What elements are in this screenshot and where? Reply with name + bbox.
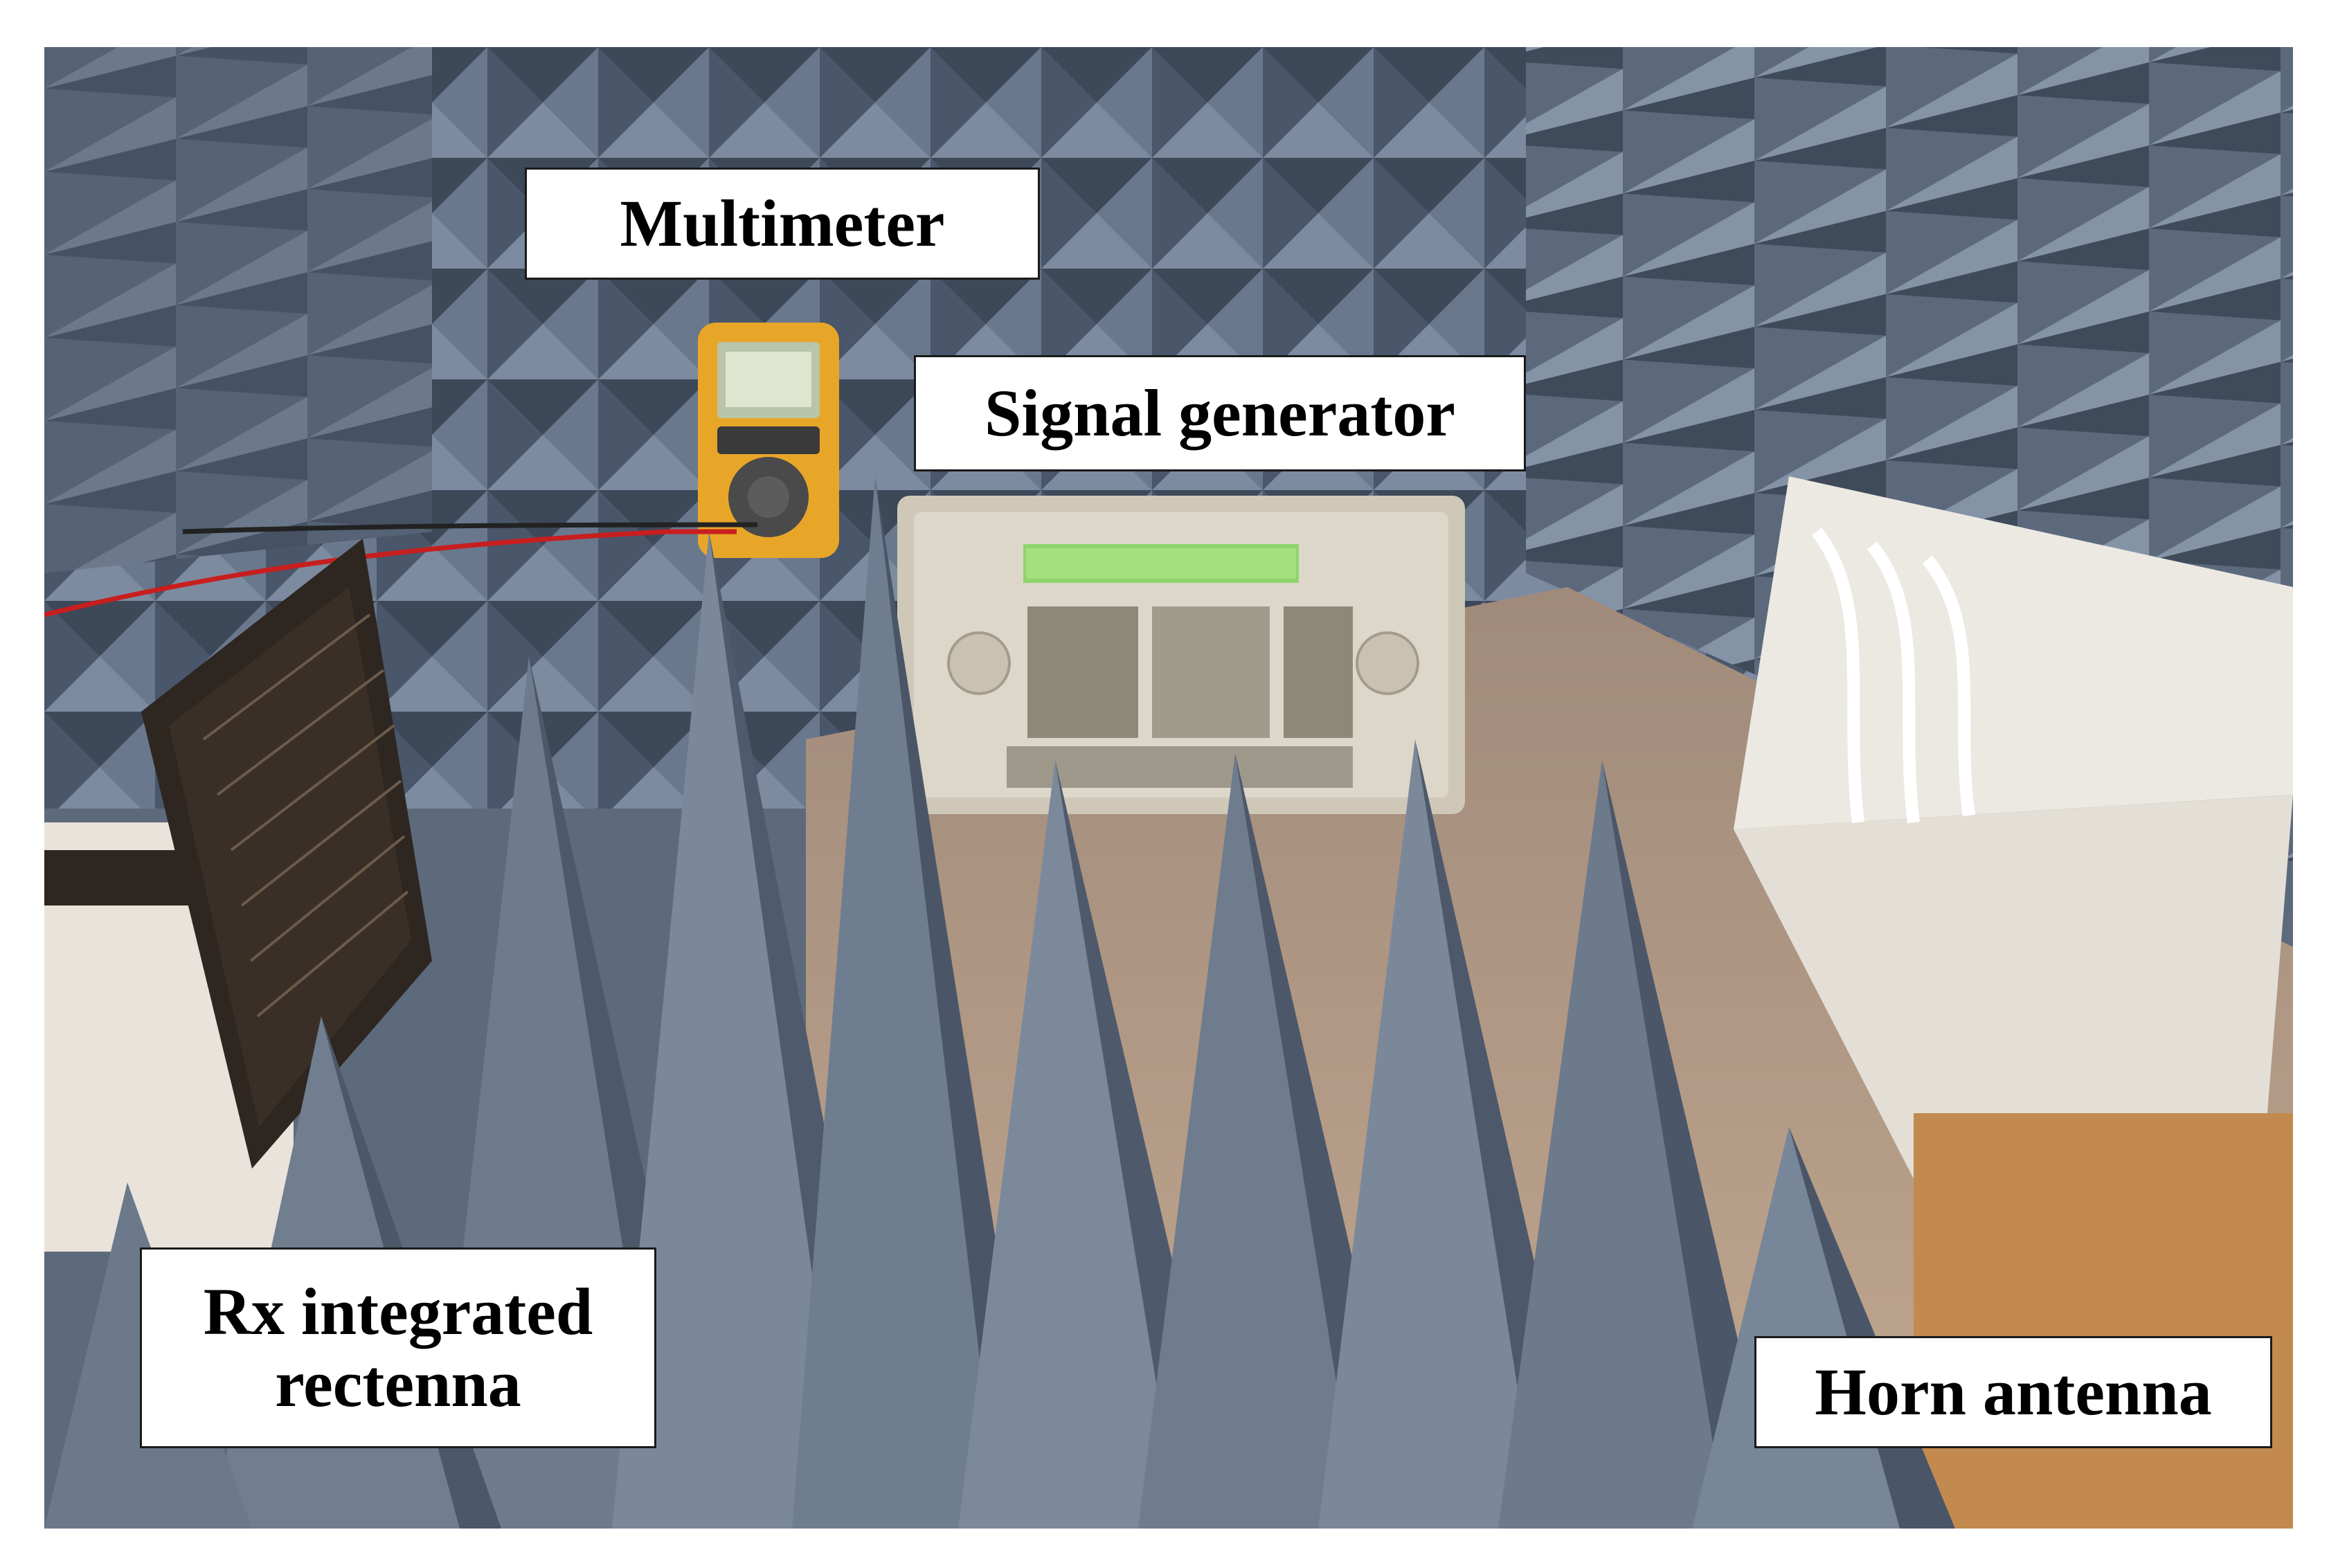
foreground-absorbers [44, 476, 1955, 1529]
multimeter-label-text: Multimeter [620, 186, 945, 261]
signal-generator-label-text: Signal generator [984, 376, 1455, 451]
horn-antenna-label: Horn antenna [1754, 1336, 2272, 1448]
horn-antenna-device [1734, 476, 2293, 1529]
multimeter-device [698, 323, 839, 558]
rx-rectenna-label-line1: Rx integrated [203, 1274, 593, 1349]
rx-rectenna-label: Rx integrated rectenna [140, 1247, 656, 1448]
multimeter-label: Multimeter [525, 168, 1040, 280]
rx-rectenna-board [141, 539, 432, 1169]
signal-generator-device [897, 496, 1465, 814]
signal-generator-label: Signal generator [914, 355, 1526, 471]
horn-antenna-label-text: Horn antenna [1815, 1355, 2212, 1430]
rx-rectenna-label-line2: rectenna [275, 1346, 521, 1421]
photo [44, 47, 2293, 1529]
